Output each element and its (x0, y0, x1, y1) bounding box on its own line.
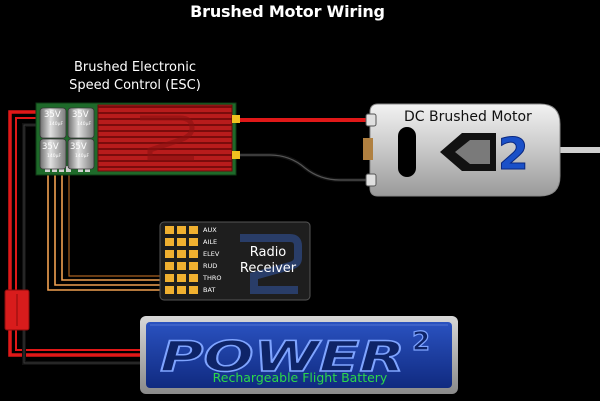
esc-label-line2: Speed Control (ESC) (69, 78, 201, 93)
battery-lead-wires (8, 110, 140, 365)
battery-connector (4, 289, 30, 331)
motor-logo-digit: 2 (498, 129, 529, 180)
receiver-label-line2: Receiver (239, 261, 297, 276)
receiver-channel-label: AUX (203, 226, 217, 234)
motor-wires (238, 118, 370, 182)
esc-label-line1: Brushed Electronic (74, 60, 196, 75)
capacitor-voltage: 35V (44, 110, 61, 120)
battery-superscript: 2 (412, 327, 430, 357)
receiver-channel-label: RUD (203, 262, 218, 270)
capacitor-voltage: 35V (42, 142, 59, 152)
esc-capacitors (39, 107, 95, 170)
battery-brand: POWER (160, 332, 405, 381)
battery-subtitle: Rechargeable Flight Battery (212, 370, 388, 385)
capacitor-value: 140μF (77, 122, 92, 127)
radio-receiver (159, 221, 311, 301)
receiver-channel-label: AILE (203, 238, 218, 246)
esc-signal-lead (47, 172, 165, 291)
capacitor-value: 140μF (75, 154, 90, 159)
capacitor-voltage: 35V (72, 110, 89, 120)
receiver-channel-label: BAT (203, 286, 216, 294)
receiver-pin-grid (165, 226, 198, 294)
capacitor-voltage: 35V (70, 142, 87, 152)
diagram-title: Brushed Motor Wiring (190, 2, 385, 21)
esc-board (35, 102, 240, 176)
capacitor-value: 140μF (49, 122, 64, 127)
flight-battery (140, 316, 458, 394)
receiver-channel-label: THRO (203, 274, 222, 282)
receiver-channel-label: ELEV (203, 250, 220, 258)
capacitor-value: 140μF (47, 154, 62, 159)
dc-motor (363, 103, 600, 197)
receiver-label-line1: Radio (249, 245, 287, 260)
motor-label: DC Brushed Motor (404, 109, 532, 125)
